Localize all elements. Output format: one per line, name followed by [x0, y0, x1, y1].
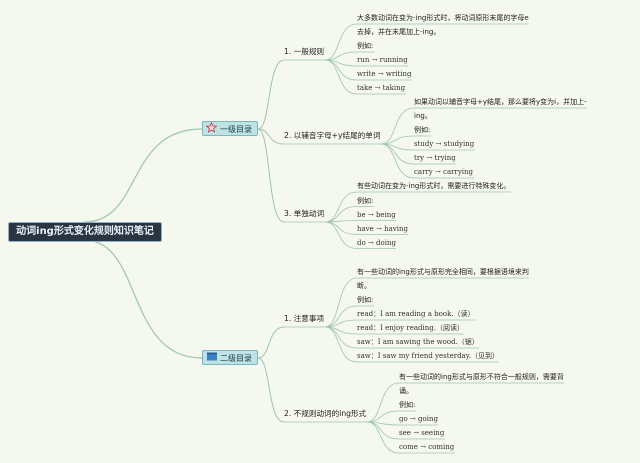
- connector: [257, 326, 285, 359]
- example-label: 例如:: [399, 401, 416, 409]
- rule-text: 大多数动词在变为-ing形式时，将动词原形末尾的字母e: [357, 14, 529, 22]
- example-label: 例如:: [357, 196, 374, 205]
- connector: [324, 277, 358, 328]
- sub-topic: 1. 注意事项: [284, 314, 325, 323]
- rule-text: 有些动词在变为-ing形式时，需要进行特殊变化。: [357, 182, 511, 190]
- root-topic: 动词ing形式变化规则知识笔记: [8, 222, 162, 242]
- rule-text: 诵。: [399, 386, 413, 395]
- connector: [324, 191, 358, 223]
- sub-topic: 1. 一般规则: [284, 47, 325, 56]
- rule-text: 去掉，并在末尾加上-ing。: [357, 27, 441, 36]
- example-item: take → taking: [357, 84, 406, 92]
- connector: [324, 59, 358, 95]
- rule-text: 如果动词以辅音字母+y结尾，那么要将y变为i，并加上-: [414, 98, 587, 106]
- connector: [324, 206, 358, 223]
- connector: [324, 221, 358, 249]
- example-item: do → doing: [357, 238, 396, 247]
- connector: [324, 326, 358, 349]
- connector: [257, 128, 285, 223]
- example-item: run → running: [357, 56, 408, 64]
- branch-label: 二级目录: [220, 354, 252, 363]
- example-item: see → seeing: [399, 429, 445, 437]
- branch-label: 一级目录: [220, 125, 252, 134]
- connector: [324, 326, 358, 363]
- example-item: saw：I saw my friend yesterday.（见到）: [357, 352, 499, 360]
- connector: [366, 421, 400, 454]
- connector: [83, 239, 203, 359]
- star-icon: [205, 121, 218, 133]
- example-label: 例如:: [357, 42, 374, 50]
- connector: [257, 357, 285, 423]
- example-item: read：I enjoy reading.（阅读）: [357, 324, 464, 332]
- example-item: study → studying: [414, 140, 475, 148]
- example-item: write → writing: [357, 70, 412, 78]
- sub-topic: 3. 单独动词: [284, 209, 325, 218]
- rule-text: 有一些动词的ing形式与原形完全相同，要根据语境来判: [357, 268, 529, 276]
- branch-topic: 二级目录: [202, 350, 258, 365]
- example-label: 例如:: [357, 296, 374, 304]
- example-item: try → trying: [414, 154, 456, 162]
- example-item: have → having: [357, 224, 408, 233]
- connector: [380, 143, 415, 179]
- connector: [324, 221, 358, 235]
- example-item: carry → carrying: [414, 168, 474, 176]
- sub-topic: 2. 不规则动词的ing形式: [284, 409, 367, 418]
- branch-topic: 一级目录: [202, 121, 258, 136]
- example-item: come → coming: [399, 443, 455, 451]
- example-item: saw：I am sawing the wood.（锯）: [357, 338, 479, 346]
- example-label: 例如:: [414, 126, 431, 134]
- example-item: go → going: [399, 415, 438, 423]
- connector: [366, 382, 400, 423]
- connector: [380, 107, 415, 145]
- example-item: read：I am reading a book.（读）: [357, 310, 475, 318]
- flag-icon: [206, 351, 218, 362]
- connector: [324, 23, 358, 61]
- example-item: be → being: [357, 210, 396, 219]
- sub-topic: 2. 以辅音字母+y结尾的单词: [284, 131, 381, 140]
- connector: [324, 305, 358, 328]
- connector: [324, 59, 358, 81]
- rule-text: ing。: [414, 111, 432, 120]
- connector: [257, 128, 285, 145]
- connector: [257, 59, 285, 130]
- connector: [380, 143, 415, 165]
- connector: [83, 128, 203, 223]
- rule-text: 断。: [357, 281, 371, 290]
- rule-text: 有一些动词的ing形式与原形不符合一般规则，需要背: [399, 373, 564, 381]
